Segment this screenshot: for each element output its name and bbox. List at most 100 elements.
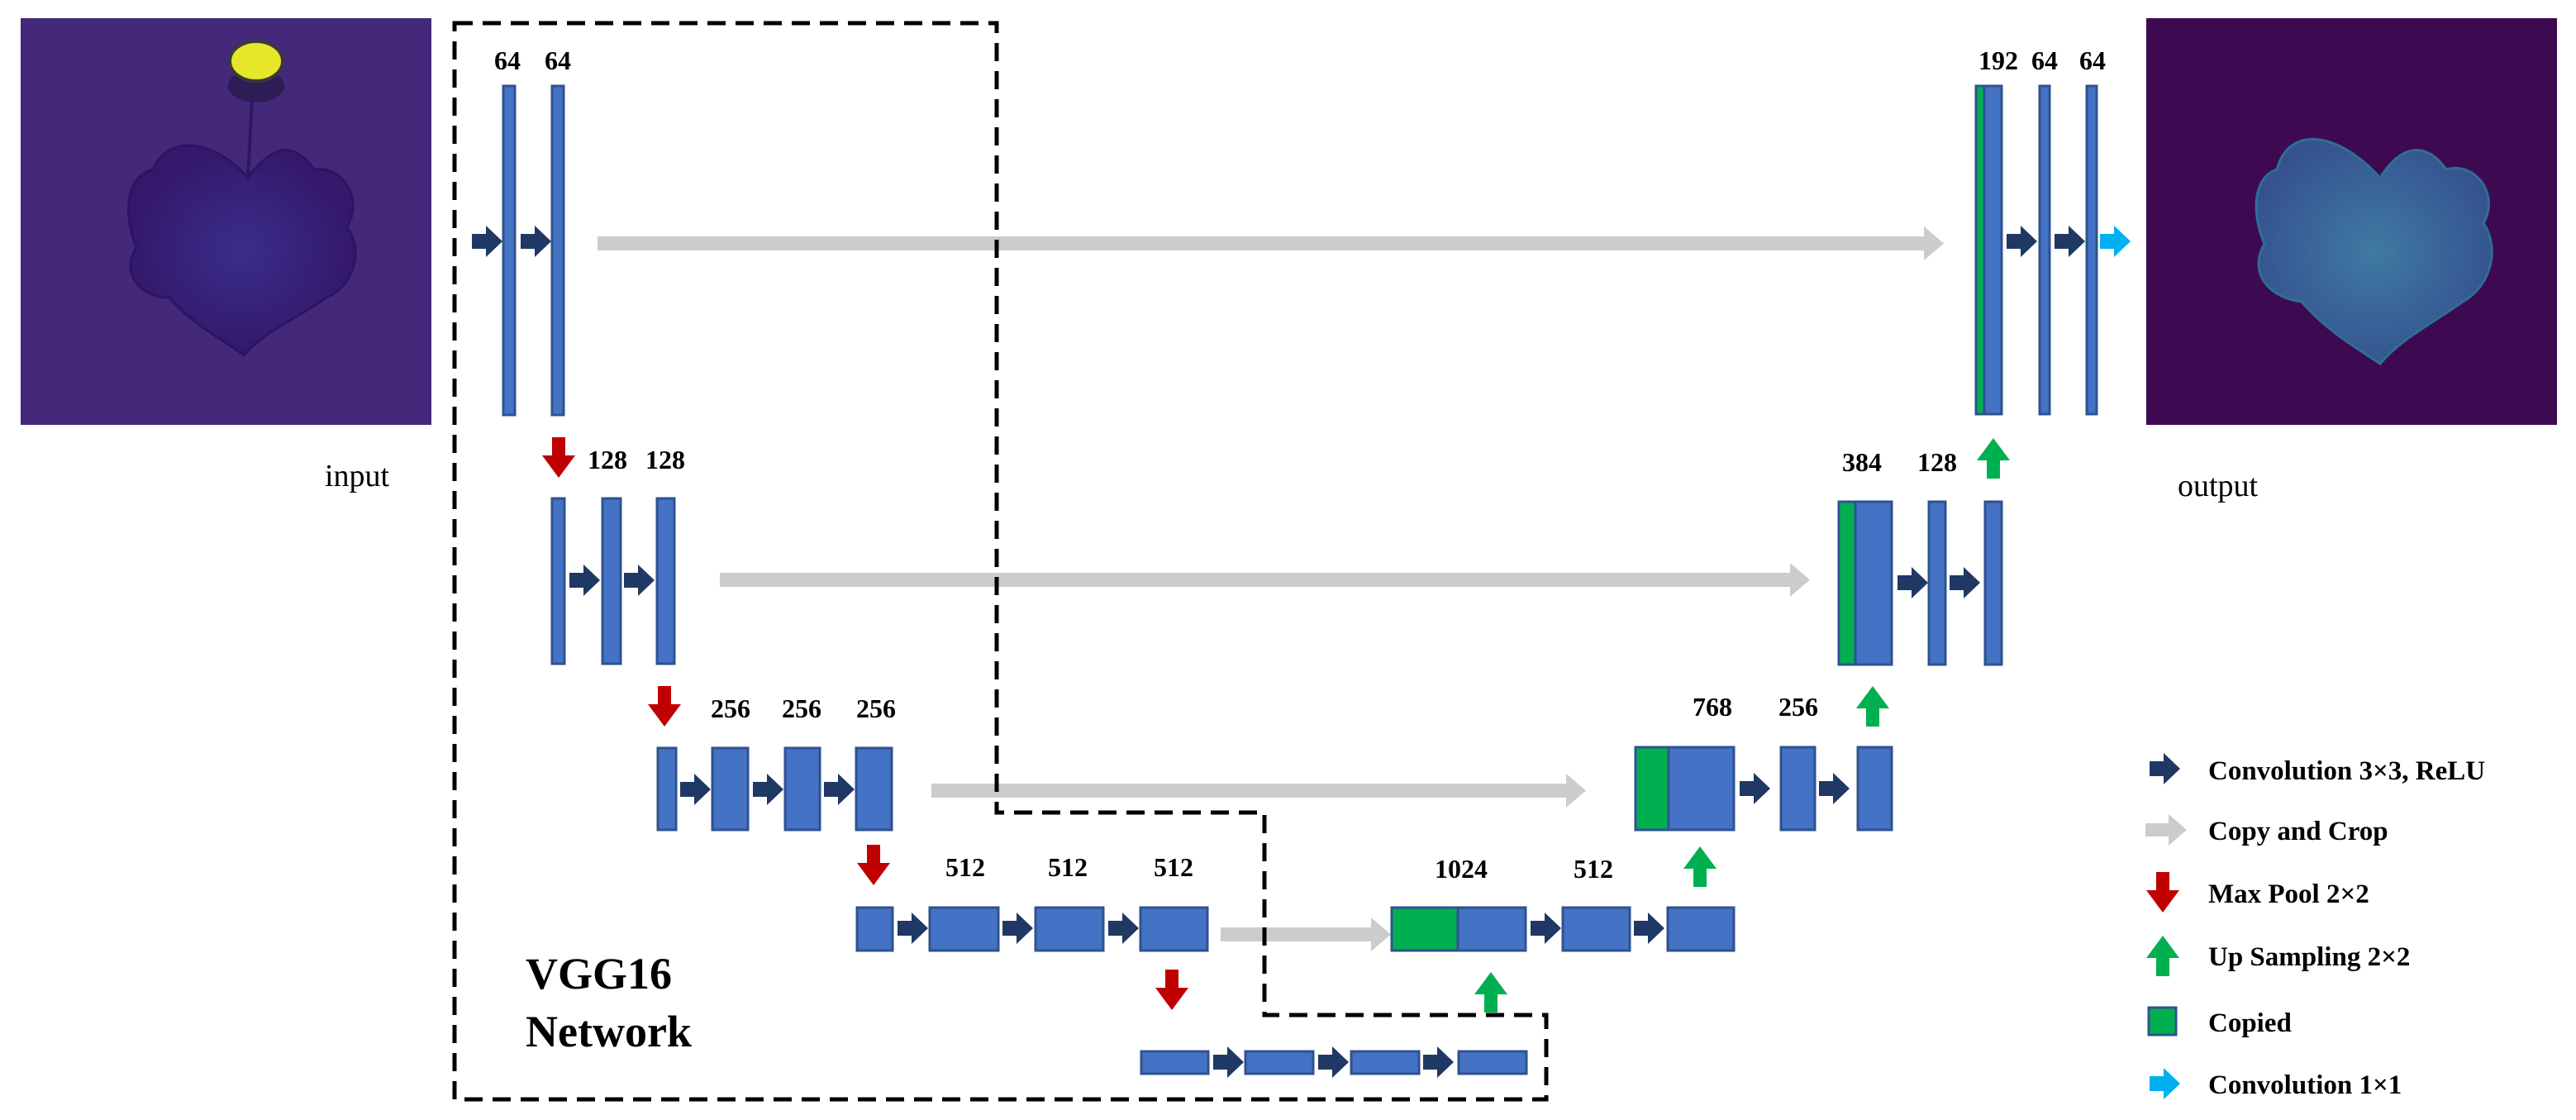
encoder-blocks [502,84,1528,1075]
label-enc1-a: 64 [494,45,521,75]
label-bottleneck-512: 512 [1574,854,1613,884]
legend-item-up-sampling: Up Sampling 2×2 [2146,936,2410,976]
conv-3x3-arrow [472,226,502,257]
conv-3x3-arrow [1950,567,1980,598]
conv-3x3-arrow [1634,913,1664,944]
legend-label-copy-crop: Copy and Crop [2208,817,2388,846]
block-dec4-b [1561,906,1631,952]
legend-label-max-pool: Max Pool 2×2 [2208,879,2369,909]
block-dec3-copied [1634,746,1670,832]
conv-3x3-arrow [824,774,855,805]
legend: Convolution 3×3, ReLU Copy and Crop Max … [2145,753,2485,1100]
block-dec1-b [2038,84,2051,416]
block-enc4-a [855,906,894,952]
conv-3x3-arrow [898,913,928,944]
up-sampling-arrow [1856,686,1889,727]
block-enc1-b [550,84,565,417]
legend-item-conv3x3: Convolution 3×3, ReLU [2150,753,2485,786]
up-sampling-arrow [1474,972,1507,1013]
block-enc3-a [656,746,678,832]
block-enc2-a [550,497,566,665]
block-dec2-up [1854,500,1893,666]
label-enc3-c: 256 [856,693,896,723]
max-pool-arrow [857,845,890,885]
block-dec3-b [1779,746,1817,832]
green-box-icon [2147,1006,2178,1037]
block-dec2-copied [1837,500,1857,666]
output-image [2146,18,2557,425]
conv-3x3-arrow [624,565,655,596]
decoder-blocks [1390,84,2098,952]
cyan-right-arrow-icon [2150,1068,2180,1099]
block-dec1-up [1983,84,2003,416]
label-dec1-64b: 64 [2079,45,2106,75]
label-enc2-b: 128 [645,445,685,474]
conv-3x3-arrow [680,774,711,805]
block-enc2-c [655,497,676,665]
block-dec4-copied [1390,906,1459,952]
label-dec3-768: 768 [1693,692,1732,722]
block-enc2-b [601,497,622,665]
green-up-arrow-icon [2146,936,2179,976]
conv-3x3-arrow [753,774,783,805]
block-bottom-d [1457,1050,1528,1075]
block-dec2-b [1927,500,1947,666]
block-enc4-c [1034,906,1105,952]
up-sampling-arrow [1977,438,2010,479]
conv-3x3-arrow [1531,913,1561,944]
legend-label-up-sampling: Up Sampling 2×2 [2208,942,2410,972]
label-enc4-c: 512 [1154,852,1193,882]
conv-3x3-arrow [2055,226,2085,257]
conv-3x3-arrow [1740,773,1770,804]
copy-arrow-level-2 [720,563,1810,597]
block-dec1-c [2085,84,2098,416]
up-sampling-arrow [1683,846,1717,887]
dark-blue-right-arrow-icon [2150,753,2180,784]
label-enc4-a: 512 [945,852,985,882]
block-enc3-d [855,746,893,832]
label-enc4-b: 512 [1048,852,1088,882]
label-dec2-384: 384 [1842,447,1882,477]
output-caption: output [2178,469,2259,503]
max-pool-arrow [648,686,681,727]
copy-arrow-level-3 [931,774,1586,808]
copy-arrow-level-1 [598,226,1944,260]
conv-3x3-arrow [2007,226,2037,257]
gray-right-arrow-icon [2145,814,2187,846]
max-pool-arrow [542,437,575,478]
max-pool-arrow [1155,970,1188,1010]
label-enc1-b: 64 [545,45,571,75]
label-dec1-64a: 64 [2031,45,2058,75]
label-enc3-b: 256 [782,693,821,723]
conv-3x3-arrow [1423,1046,1454,1078]
conv-3x3-arrow [521,226,551,257]
legend-label-copied: Copied [2208,1008,2292,1038]
conv-3x3-arrow [1318,1046,1349,1078]
max-pool-arrows [542,437,1188,1010]
conv-3x3-arrow [569,565,600,596]
block-enc3-c [783,746,821,832]
block-bottom-a [1140,1050,1210,1075]
conv-3x3-arrow [1819,773,1850,804]
vgg16-boundary [452,21,1549,1102]
legend-item-max-pool: Max Pool 2×2 [2146,872,2369,913]
up-sampling-arrows [1474,438,2010,1013]
legend-item-conv1x1: Convolution 1×1 [2150,1068,2402,1100]
conv-3x3-arrow [1897,567,1928,598]
block-dec4-c [1666,906,1736,952]
block-enc3-b [711,746,750,832]
label-dec3-256: 256 [1778,692,1818,722]
block-dec2-c [1983,500,2003,666]
copy-arrow-level-4 [1221,917,1391,951]
vgg16-title-line2: Network [526,1007,692,1056]
legend-label-conv3x3: Convolution 3×3, ReLU [2208,756,2485,786]
legend-item-copied: Copied [2147,1006,2292,1038]
label-enc3-a: 256 [711,693,750,723]
copy-crop-arrows [598,226,1944,951]
conv-arrows [472,226,2085,1078]
legend-item-copy-crop: Copy and Crop [2145,814,2388,846]
red-down-arrow-icon [2146,872,2179,913]
block-dec3-up [1667,746,1736,832]
